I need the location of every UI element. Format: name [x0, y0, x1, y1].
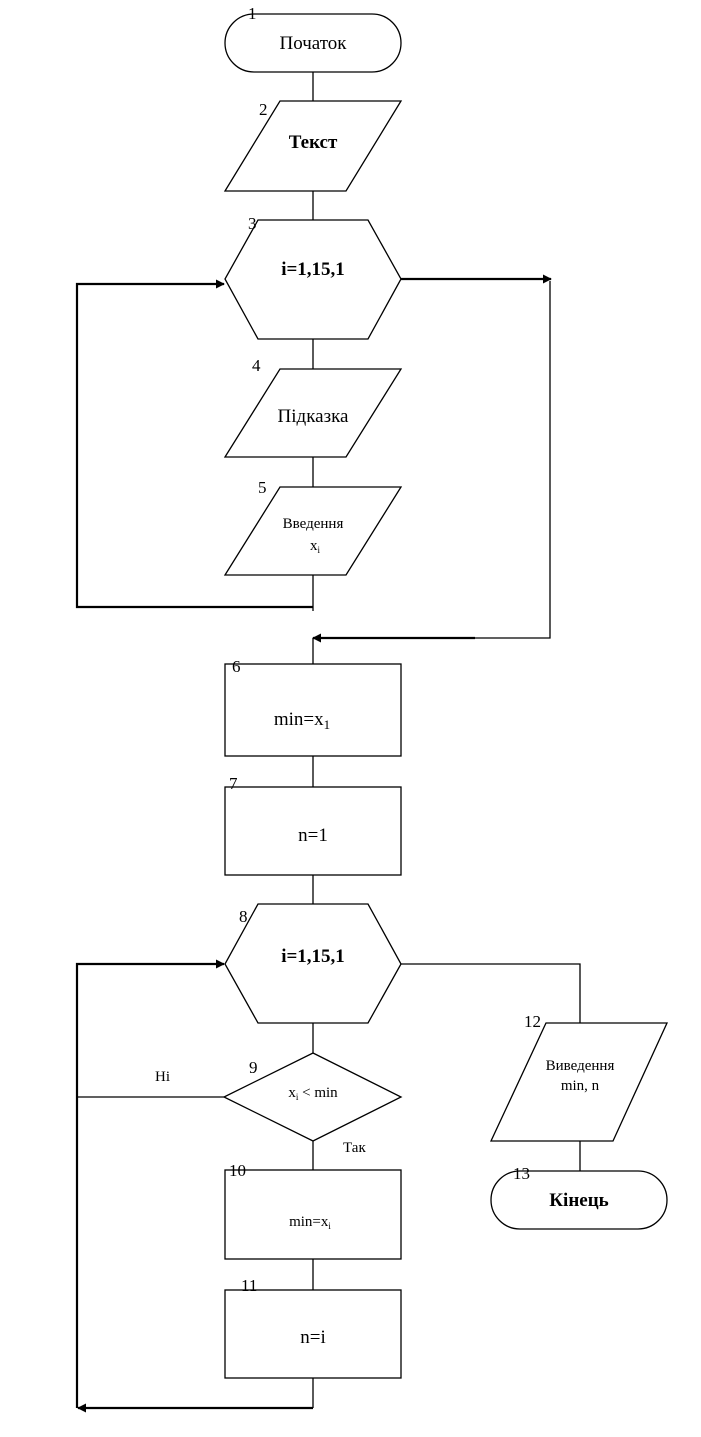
process-label: n=i: [300, 1327, 326, 1348]
decision-label: xi < min: [288, 1085, 338, 1102]
io-parallelogram: [223, 368, 403, 458]
start-label: Початок: [279, 33, 347, 54]
process-rect: [224, 1169, 402, 1260]
loop-label: i=1,15,1: [281, 259, 345, 280]
block-n-init: 7 n=1: [224, 774, 402, 876]
block-loop-1: 3 i=1,15,1: [224, 214, 402, 340]
process-subscript: i: [328, 1221, 331, 1231]
block-number: 6: [232, 657, 241, 676]
block-text-io: 2 Текст: [223, 100, 403, 192]
process-text: min=x: [274, 709, 324, 730]
process-label: min=x1: [274, 709, 330, 732]
io-label-line2: min, n: [561, 1078, 600, 1094]
var-name: x: [310, 538, 318, 554]
decision-op: < min: [298, 1085, 338, 1101]
end-label: Кінець: [549, 1190, 608, 1211]
process-rect: [224, 1289, 402, 1379]
decision-diamond: [222, 1052, 403, 1142]
process-subscript: 1: [324, 717, 331, 732]
block-input-xi: 5 Введення xi: [223, 478, 403, 576]
block-number: 9: [249, 1058, 258, 1077]
io-label: Підказка: [278, 406, 349, 427]
block-number: 13: [513, 1164, 530, 1183]
block-number: 3: [248, 214, 257, 233]
decision-subscript: i: [296, 1092, 299, 1102]
decision-var: x: [288, 1085, 296, 1101]
process-text: min=x: [289, 1214, 329, 1230]
loop-label: i=1,15,1: [281, 946, 345, 967]
block-end: 13 Кінець: [490, 1164, 668, 1230]
loop-hexagon: [224, 219, 402, 340]
block-number: 10: [229, 1161, 246, 1180]
connectors: [75, 72, 581, 1413]
process-rect: [224, 786, 402, 876]
process-label: n=1: [298, 825, 328, 846]
io-parallelogram: [223, 486, 403, 576]
block-number: 2: [259, 100, 268, 119]
io-label: Текст: [289, 132, 338, 153]
var-subscript: i: [318, 545, 321, 555]
block-min-init: 6 min=x1: [224, 657, 402, 757]
io-parallelogram: [223, 100, 403, 192]
block-hint: 4 Підказка: [223, 356, 403, 458]
end-terminator: [490, 1170, 668, 1230]
process-rect: [224, 663, 402, 757]
io-label-line2: xi: [310, 538, 321, 555]
block-number: 12: [524, 1012, 541, 1031]
loop2-exit-line: [401, 963, 581, 1023]
loop1-exit-line: [475, 281, 551, 639]
branch-label-yes: Так: [343, 1140, 366, 1156]
io-label-line1: Введення: [283, 516, 344, 532]
loop2-back-arrow: [75, 959, 225, 1408]
block-number: 7: [229, 774, 238, 793]
loop1-back-arrow: [75, 279, 313, 609]
block-output: 12 Виведення min, n: [489, 1012, 669, 1142]
io-label-line1: Виведення: [546, 1058, 615, 1074]
io-parallelogram: [489, 1022, 669, 1142]
branch-label-no: Ні: [155, 1069, 170, 1085]
block-min-update: 10 min=xi: [224, 1161, 402, 1260]
block-number: 11: [241, 1276, 257, 1295]
block-number: 5: [258, 478, 267, 497]
process-label: min=xi: [289, 1214, 331, 1231]
start-terminator: [224, 13, 402, 73]
block-number: 1: [248, 4, 257, 23]
block-number: 8: [239, 907, 248, 926]
block-number: 4: [252, 356, 261, 375]
block-n-update: 11 n=i: [224, 1276, 402, 1379]
loop-hexagon: [224, 903, 402, 1024]
block-decision: 9 xi < min Ні Так: [155, 1052, 403, 1156]
block-start: 1 Початок: [224, 4, 402, 73]
block-loop-2: 8 i=1,15,1: [224, 903, 402, 1024]
